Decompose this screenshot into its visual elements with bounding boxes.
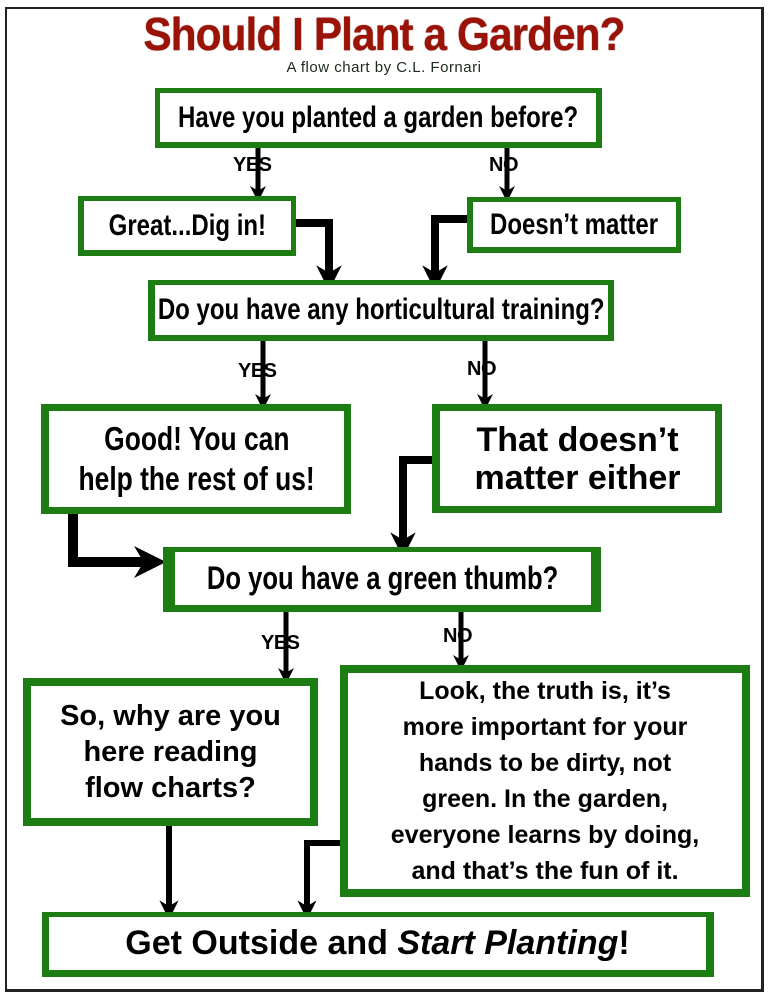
page-subtitle: A flow chart by C.L. Fornari	[286, 59, 482, 76]
question-green-thumb: Do you have a green thumb?	[163, 547, 601, 612]
answer-doesnt-matter: Doesn’t matter	[467, 197, 681, 253]
answer-text-line1: Look, the truth is, it’s	[419, 677, 671, 705]
answer-great-dig-in: Great...Dig in!	[78, 196, 296, 256]
arrow-either-q3	[390, 456, 437, 558]
final-text-italic: Start Planting	[397, 924, 619, 962]
answer-text-line2: help the rest of us!	[78, 460, 315, 497]
answer-text-line4: green. In the garden,	[422, 785, 668, 813]
edge-label-q3-yes: YES	[261, 632, 300, 654]
question-horticultural-training: Do you have any horticultural training?	[148, 280, 614, 341]
question-text: Do you have any horticultural training?	[158, 293, 605, 326]
answer-text-line3: flow charts?	[85, 772, 256, 804]
answer-doesnt-matter-either: That doesn’t matter either	[432, 404, 722, 513]
edge-label-q1-yes: YES	[233, 154, 272, 176]
final-text-end: !	[618, 924, 630, 962]
arrow-doesnt-q2	[422, 215, 467, 291]
answer-text-line1: So, why are you	[60, 700, 281, 732]
arrow-good-q3	[68, 512, 167, 579]
answer-help-the-rest: Good! You can help the rest of us!	[41, 404, 351, 514]
answer-text-line2: here reading	[83, 736, 258, 768]
answer-text-line5: everyone learns by doing,	[390, 821, 700, 849]
answer-text-line1: Good! You can	[103, 420, 290, 457]
arrow-look-end	[297, 840, 341, 920]
final-get-outside: Get Outside and Start Planting!	[42, 912, 714, 977]
answer-text-line2: matter either	[474, 458, 681, 497]
answer-why-reading-flowcharts: So, why are you here reading flow charts…	[23, 678, 318, 826]
final-text-plain: Get Outside and	[125, 924, 398, 962]
question-planted-before: Have you planted a garden before?	[155, 88, 602, 148]
answer-text: Doesn’t matter	[490, 207, 659, 241]
arrow-great-q2	[296, 219, 342, 291]
edge-label-q2-yes: YES	[238, 360, 277, 382]
answer-text-line2: more important for your	[402, 713, 688, 741]
edge-label-q2-no: NO	[467, 358, 497, 380]
page-title: Should I Plant a Garden?	[143, 8, 625, 60]
answer-hands-dirty: Look, the truth is, it’s more important …	[340, 665, 750, 897]
answer-text: Great...Dig in!	[108, 208, 267, 242]
answer-text-line6: and that’s the fun of it.	[411, 857, 679, 885]
answer-text-line1: That doesn’t	[476, 420, 679, 459]
question-text: Do you have a green thumb?	[207, 560, 559, 596]
edge-label-q3-no: NO	[443, 625, 473, 647]
answer-text-line3: hands to be dirty, not	[418, 749, 672, 777]
edge-label-q1-no: NO	[489, 154, 519, 176]
question-text: Have you planted a garden before?	[177, 100, 579, 134]
final-text: Get Outside and Start Planting!	[125, 924, 629, 963]
